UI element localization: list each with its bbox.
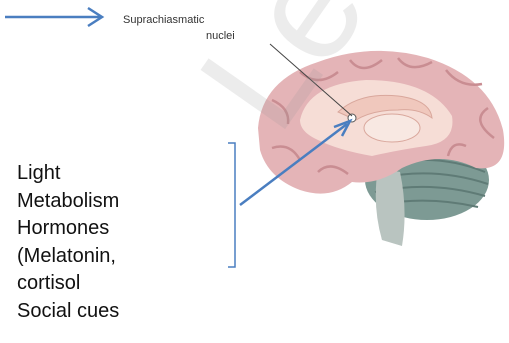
structure-label-line2: nuclei xyxy=(206,30,235,43)
factors-list: Light Metabolism Hormones (Melatonin, co… xyxy=(17,160,119,325)
structure-label-line1: Suprachiasmatic xyxy=(123,14,204,27)
thalamus xyxy=(364,114,420,142)
brainstem xyxy=(376,168,405,246)
factor-item: cortisol xyxy=(17,270,119,298)
factor-item: Light xyxy=(17,160,119,188)
factor-item: Social cues xyxy=(17,298,119,326)
factors-bracket xyxy=(228,143,235,267)
factor-item: (Melatonin, xyxy=(17,243,119,271)
factor-item: Metabolism xyxy=(17,188,119,216)
top-left-arrow xyxy=(5,8,102,26)
factor-item: Hormones xyxy=(17,215,119,243)
